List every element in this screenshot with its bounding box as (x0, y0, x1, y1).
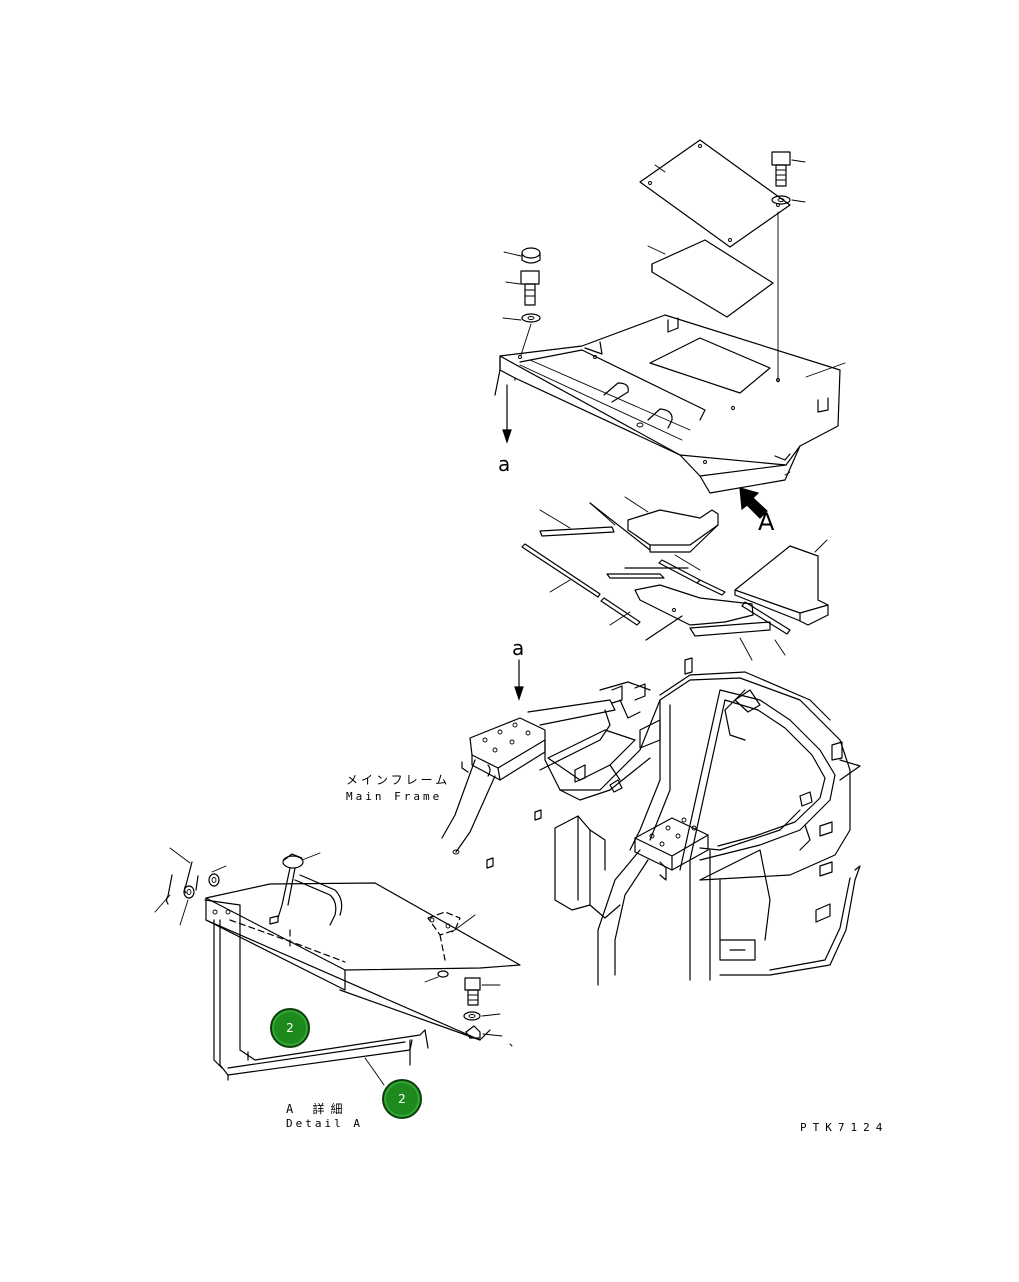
seal-set (521, 496, 829, 661)
cover-mat (647, 239, 774, 318)
floor-plate (494, 314, 846, 494)
label-arrow-a-top: a (498, 452, 511, 476)
arrow-a-bottom (514, 659, 524, 701)
main-frame (441, 657, 861, 986)
callout-number: 2 (398, 1092, 406, 1106)
cover-plate (639, 139, 791, 248)
left-bolts (502, 247, 541, 356)
label-main-frame-en: Main Frame (346, 790, 443, 803)
leader-line (784, 471, 791, 476)
callout-2-upper[interactable]: 2 (270, 1008, 310, 1048)
arrow-a-top (502, 384, 512, 444)
label-arrow-a-bottom: a (512, 636, 525, 660)
label-detail-en: Detail A (286, 1117, 363, 1130)
label-detail-jp: A 詳細 (286, 1102, 349, 1116)
cover-bolt-top (771, 151, 806, 383)
detail-a-assembly (154, 847, 521, 1081)
leader-line (374, 1071, 385, 1086)
label-view-a: A (758, 508, 775, 536)
view-arrow-a (739, 487, 768, 519)
label-main-frame-jp: メインフレーム (346, 773, 451, 787)
drawing-number: PTK7124 (800, 1121, 889, 1134)
callout-number: 2 (286, 1021, 294, 1035)
callout-2-lower[interactable]: 2 (382, 1079, 422, 1119)
